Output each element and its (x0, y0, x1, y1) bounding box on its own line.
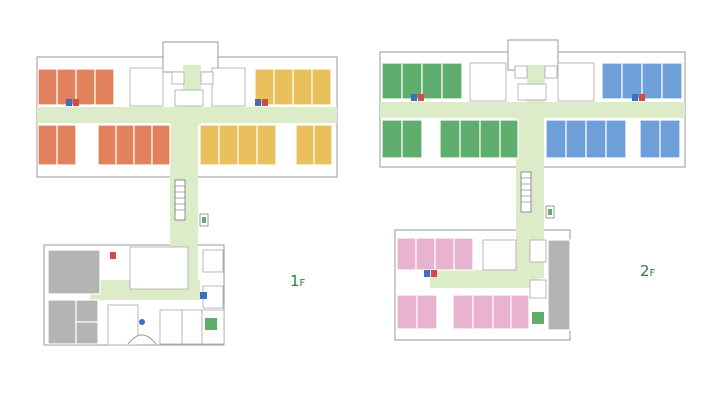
room[interactable] (661, 62, 683, 100)
room[interactable] (452, 294, 474, 330)
room[interactable] (585, 119, 607, 159)
floor-plan-1f: 1F (36, 41, 338, 346)
room[interactable] (659, 119, 681, 159)
2f-service-room (469, 62, 507, 102)
room[interactable] (292, 68, 313, 106)
floor-label-2f: 2F (640, 262, 656, 280)
room[interactable] (421, 62, 443, 100)
room[interactable] (115, 124, 135, 166)
1f-small-room (159, 309, 183, 345)
1f-gray-room (47, 299, 77, 345)
accessible-icon (200, 292, 207, 299)
2f-small-room (529, 239, 547, 263)
floor-label-1f: 1F (290, 272, 306, 290)
room[interactable] (416, 294, 438, 330)
room[interactable] (565, 119, 587, 159)
1f-gray-room (75, 321, 99, 345)
restroom-icon (255, 99, 268, 106)
2f-lower-corridor (430, 270, 540, 288)
2f-pink-rooms (396, 237, 530, 330)
1f-service-room (174, 89, 204, 107)
room[interactable] (218, 124, 239, 166)
room[interactable] (479, 119, 501, 159)
stairs-icon (520, 171, 532, 213)
room[interactable] (199, 124, 220, 166)
stairs-icon (174, 179, 186, 221)
2f-small-room (529, 279, 547, 299)
room[interactable] (381, 62, 403, 100)
room[interactable] (313, 124, 333, 166)
1f-small-room (200, 71, 214, 85)
room[interactable] (37, 124, 58, 166)
room[interactable] (545, 119, 567, 159)
restroom-icon (632, 94, 645, 101)
elevator-icon (205, 318, 217, 330)
1f-small-room (202, 249, 224, 273)
1f-hall-room (129, 246, 189, 290)
1f-service-room (129, 67, 164, 107)
room[interactable] (621, 62, 643, 100)
room[interactable] (639, 119, 661, 159)
entrance-icon (127, 319, 157, 345)
elevator-icon (199, 213, 209, 227)
2f-gray-room (547, 239, 571, 331)
room[interactable] (499, 119, 519, 159)
room[interactable] (273, 68, 294, 106)
room[interactable] (434, 237, 455, 271)
room[interactable] (510, 294, 530, 330)
room[interactable] (453, 237, 474, 271)
room[interactable] (441, 62, 463, 100)
1f-orange-rooms (37, 68, 171, 166)
2f-small-room (514, 65, 528, 79)
room[interactable] (237, 124, 258, 166)
room[interactable] (459, 119, 481, 159)
room[interactable] (601, 62, 623, 100)
restroom-icon (110, 252, 116, 259)
restroom-icon (424, 270, 437, 277)
1f-gray-room (47, 249, 101, 295)
room[interactable] (381, 119, 403, 159)
2f-service-room (517, 83, 547, 101)
room[interactable] (37, 68, 58, 106)
room[interactable] (641, 62, 663, 100)
2f-service-room (557, 62, 595, 102)
room[interactable] (396, 237, 417, 271)
2f-service-room (482, 239, 517, 271)
room[interactable] (401, 62, 423, 100)
1f-yellow-rooms (199, 68, 333, 166)
1f-gray-room (75, 299, 99, 323)
room[interactable] (94, 68, 115, 106)
room[interactable] (605, 119, 627, 159)
2f-green-rooms (381, 62, 519, 159)
room[interactable] (151, 124, 171, 166)
floor-plan-2f: 2F (379, 39, 686, 341)
room[interactable] (56, 124, 77, 166)
room[interactable] (415, 237, 436, 271)
room[interactable] (295, 124, 315, 166)
room[interactable] (472, 294, 494, 330)
elevator-icon (545, 205, 555, 219)
1f-service-room (211, 67, 246, 107)
room[interactable] (133, 124, 153, 166)
room[interactable] (401, 119, 423, 159)
2f-blue-rooms (545, 62, 683, 159)
restroom-icon (66, 99, 79, 106)
room[interactable] (492, 294, 512, 330)
1f-small-room (181, 309, 203, 345)
room[interactable] (256, 124, 277, 166)
room[interactable] (311, 68, 332, 106)
2f-small-room (544, 65, 558, 79)
1f-small-room (171, 71, 185, 85)
room[interactable] (439, 119, 461, 159)
room[interactable] (97, 124, 117, 166)
elevator-icon (532, 312, 544, 324)
room[interactable] (396, 294, 418, 330)
restroom-icon (411, 94, 424, 101)
